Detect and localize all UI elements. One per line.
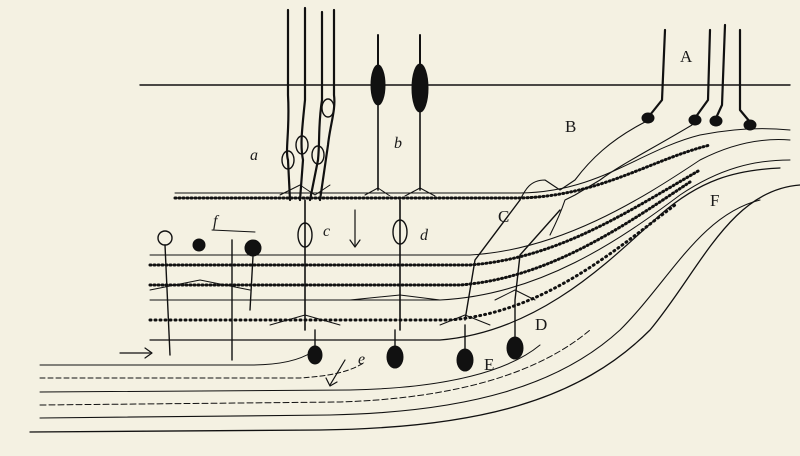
label-d: d <box>420 227 429 244</box>
label-F: F <box>710 191 719 210</box>
label-D: D <box>535 315 547 334</box>
photoreceptor-group-a <box>280 8 334 200</box>
nerve-fibers <box>30 185 800 432</box>
label-A: A <box>680 47 693 66</box>
label-c: c <box>323 223 330 240</box>
label-C: C <box>498 207 509 226</box>
label-e: e <box>358 351 365 368</box>
label-f: f <box>213 213 220 230</box>
retina-layers <box>150 129 790 340</box>
label-b: b <box>394 135 402 152</box>
photoreceptor-group-A <box>520 25 756 235</box>
label-B: B <box>565 117 576 136</box>
label-a: a <box>250 147 258 164</box>
label-E: E <box>484 355 494 374</box>
efferent-arrow <box>326 360 345 386</box>
photoreceptor-group-b <box>365 35 435 196</box>
